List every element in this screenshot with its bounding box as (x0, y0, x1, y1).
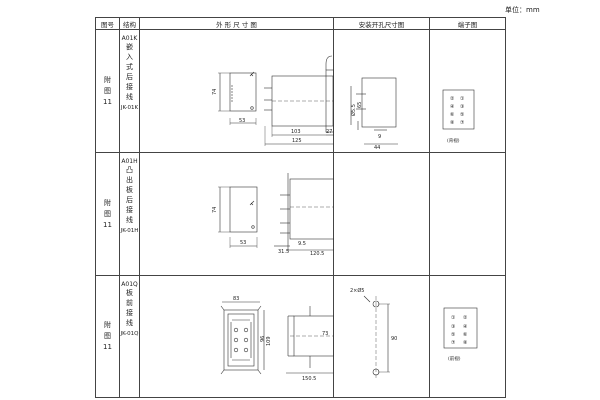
terminal-3: ③ (460, 104, 464, 110)
dim-mount-gap: 9 (378, 134, 381, 140)
structure-cell: A01K 嵌入式后接线 JK-01K (119, 29, 140, 153)
terminal-2: ② (463, 315, 468, 321)
terminal-diagram-q: ① ② ③ ④ ⑤ ⑥ ⑦ ⑧ (前视) (429, 275, 506, 398)
dim-height-2: 96 (260, 336, 266, 342)
structure-cell: A01H 凸出板后接线 JK-01H (119, 152, 140, 276)
dim-width: 53 (239, 118, 245, 124)
outline-drawing-q: 83 109 96 (139, 275, 334, 398)
terminal-7: ⑦ (451, 340, 456, 346)
dim-height: 109 (266, 336, 272, 346)
header-terminal: 端子图 (429, 17, 506, 30)
terminal-3: ③ (451, 324, 455, 330)
terminal-6: ⑥ (450, 112, 455, 118)
terminal-6: ⑥ (463, 332, 468, 338)
terminal-4: ④ (450, 104, 455, 110)
dim-width: 53 (240, 240, 246, 246)
header-outline: 外 形 尺 寸 图 (139, 17, 334, 30)
header-row: 图号 结构 外 形 尺 寸 图 安装开孔尺寸图 端子图 (95, 17, 506, 30)
dim-depth: 31.5 (278, 249, 289, 255)
mounting-drawing-q: 2×Ø5 90 (333, 275, 430, 398)
dim-width: 83 (233, 296, 239, 302)
type-code: JK-01H (120, 228, 139, 234)
terminal-2: ② (450, 96, 455, 102)
terminal-5: ⑤ (460, 112, 464, 118)
terminal-8: ⑧ (463, 340, 468, 346)
dim-depth-2: 27 (326, 129, 332, 135)
outline-drawing-h: 74 53 31.5 9.5 120.5 (139, 152, 334, 276)
terminal-4: ④ (463, 324, 468, 330)
dim-total: 150.5 (302, 376, 316, 382)
terminal-view-note: (背视) (447, 137, 460, 144)
dim-total: 125 (292, 138, 302, 144)
dim-height: 74 (212, 207, 218, 213)
terminal-7: ⑦ (460, 120, 465, 126)
model-code: A01Q (121, 281, 138, 288)
type-code: JK-01K (120, 105, 139, 111)
dim-mount-width: 44 (374, 145, 380, 151)
unit-label: 单位：mm (505, 6, 540, 14)
terminal-view-note: (前视) (448, 355, 461, 362)
terminal-diagram-k: ② ① ④ ③ ⑥ ⑤ ⑧ ⑦ (背视) (429, 29, 506, 153)
dim-mount-dia: Ø5.5 (350, 104, 357, 116)
mounting-drawing-k: Ø5.5 65 9 44 (333, 29, 430, 153)
model-code: A01H (121, 158, 138, 165)
header-mounting: 安装开孔尺寸图 (333, 17, 430, 30)
dim-mount-height: 65 (357, 102, 363, 108)
header-structure: 结构 (119, 17, 140, 30)
type-code: JK-01Q (120, 331, 139, 337)
dim-depth: 103 (291, 129, 301, 135)
header-fig-no: 图号 (95, 17, 120, 30)
dim-height: 74 (212, 89, 218, 95)
dim-hole: 2×Ø5 (350, 287, 365, 294)
dim-mount-height: 90 (391, 336, 397, 342)
dim-total: 120.5 (310, 251, 324, 257)
structure-cell: A01Q 板前接线 JK-01Q (119, 275, 140, 398)
terminal-8: ⑧ (450, 120, 455, 126)
mounting-drawing-empty (333, 152, 430, 276)
terminal-5: ⑤ (451, 332, 455, 338)
terminal-1: ① (451, 315, 456, 321)
terminal-1: ① (460, 96, 465, 102)
dim-depth-2: 9.5 (298, 241, 306, 247)
model-code: A01K (121, 35, 138, 42)
dim-depth: 73 (322, 331, 328, 337)
terminal-diagram-empty (429, 152, 506, 276)
outline-drawing-k: 74 53 103 27 12 (139, 29, 334, 153)
